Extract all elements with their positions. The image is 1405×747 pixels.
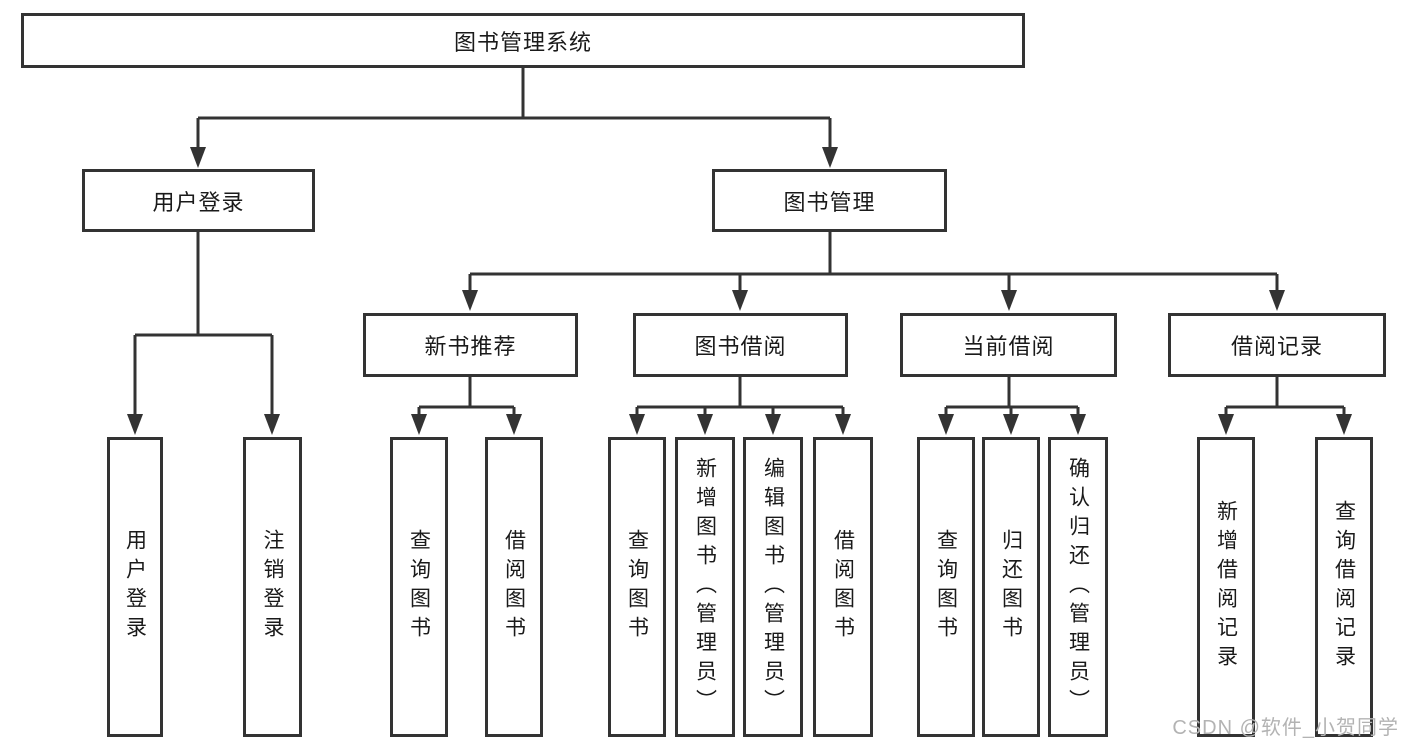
leaf-logout: 注销登录 [243, 437, 302, 737]
node-borrow-records: 借阅记录 [1168, 313, 1386, 377]
watermark: CSDN @软件_小贺同学 [1172, 717, 1399, 739]
node-user-login: 用户登录 [82, 169, 315, 232]
leaf-add-borrow-record: 新增借阅记录 [1197, 437, 1255, 737]
node-label: 归还图书 [999, 529, 1023, 645]
leaf-user-login: 用户登录 [107, 437, 163, 737]
node-book-management: 图书管理 [712, 169, 947, 232]
node-current-borrow: 当前借阅 [900, 313, 1117, 377]
node-label: 用户登录 [123, 529, 147, 645]
node-label: 借阅记录 [1230, 334, 1323, 359]
node-label: 新书推荐 [424, 334, 517, 359]
node-label: 新增图书（管理员） [693, 456, 717, 718]
node-label: 确认归还（管理员） [1066, 456, 1090, 718]
node-label: 编辑图书（管理员） [761, 456, 785, 718]
node-book-borrow: 图书借阅 [633, 313, 848, 377]
leaf-borrow-books: 借阅图书 [813, 437, 873, 737]
node-label: 图书借阅 [694, 334, 787, 359]
node-label: 新增借阅记录 [1214, 500, 1238, 674]
leaf-confirm-return-admin: 确认归还（管理员） [1048, 437, 1108, 737]
leaf-return-books: 归还图书 [982, 437, 1040, 737]
node-label: 用户登录 [152, 189, 245, 215]
node-label: 查询图书 [407, 529, 431, 645]
leaf-edit-books-admin: 编辑图书（管理员） [743, 437, 803, 737]
leaf-query-books-borrow: 查询图书 [608, 437, 666, 737]
node-label: 图书管理 [783, 189, 876, 215]
node-label: 借阅图书 [831, 529, 855, 645]
leaf-query-borrow-record: 查询借阅记录 [1315, 437, 1373, 737]
node-label: 查询借阅记录 [1332, 500, 1356, 674]
node-new-book-recommend: 新书推荐 [363, 313, 578, 377]
node-label: 查询图书 [934, 529, 958, 645]
node-label: 查询图书 [625, 529, 649, 645]
leaf-add-books-admin: 新增图书（管理员） [675, 437, 735, 737]
node-label: 图书管理系统 [453, 29, 592, 55]
leaf-query-books-recommend: 查询图书 [390, 437, 448, 737]
arrowheads [127, 147, 1352, 435]
node-label: 注销登录 [261, 529, 284, 645]
node-library-management-system: 图书管理系统 [21, 13, 1025, 68]
leaf-borrow-books-recommend: 借阅图书 [485, 437, 543, 737]
leaf-query-books-current: 查询图书 [917, 437, 975, 737]
node-label: 借阅图书 [502, 529, 526, 645]
node-label: 当前借阅 [962, 334, 1055, 359]
